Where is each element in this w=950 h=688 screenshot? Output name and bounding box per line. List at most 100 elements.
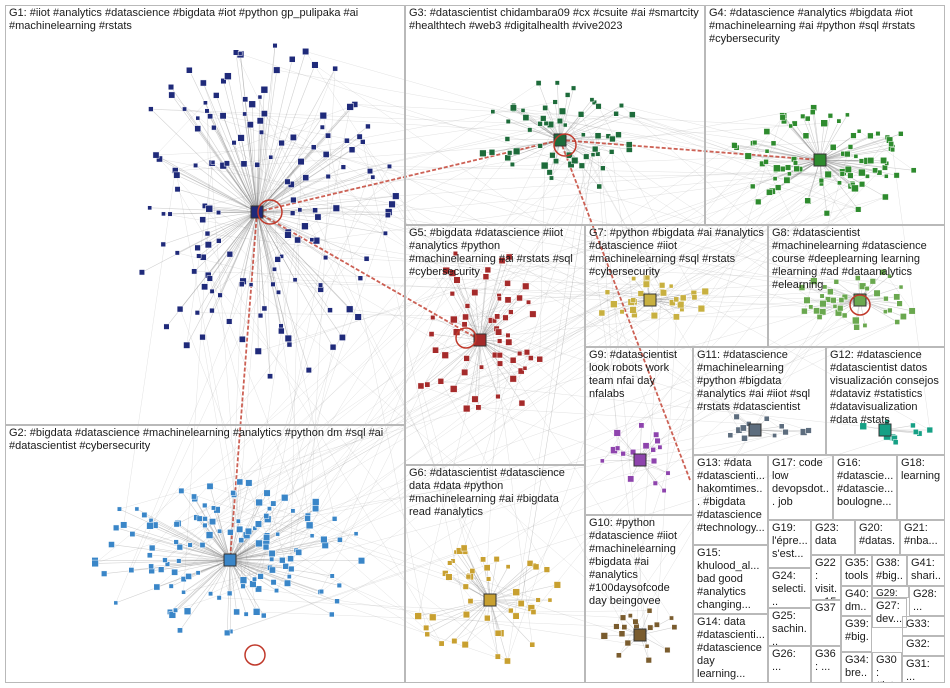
edge [290,156,857,559]
vertex [764,148,770,154]
vertex [160,241,166,248]
vertex [479,364,484,370]
vertex [209,307,215,314]
vertex [438,640,445,647]
edge [197,312,498,317]
vertex [763,415,770,422]
vertex [447,560,453,566]
vertex [226,590,233,597]
vertex [853,324,860,331]
edge [203,82,258,213]
edge [479,339,523,404]
vertex [423,624,430,631]
edge [174,559,231,573]
vertex [744,152,752,160]
edge [314,64,641,294]
vertex [858,158,865,164]
hub-vertex [483,593,497,607]
edge [478,339,481,408]
vertex [213,92,220,99]
edge [694,297,930,431]
edge [204,211,258,287]
vertex [323,255,329,261]
edge [213,127,258,213]
edge [256,97,261,213]
edge [464,599,491,645]
edge [491,139,561,153]
edge [892,149,931,431]
vertex [254,162,261,168]
edge [258,160,884,352]
vertex [195,115,201,121]
edge [680,180,822,305]
vertex [778,423,785,430]
vertex [558,107,567,115]
vertex [855,206,862,213]
vertex [879,269,887,276]
edge [445,270,481,341]
edge [256,176,329,213]
vertex [787,171,792,177]
edge [229,559,321,593]
edge [155,146,314,156]
vertex [255,585,262,593]
edge [513,107,774,144]
vertex [463,404,471,413]
vertex [669,615,674,621]
vertex [211,124,217,131]
cluster-label: G35: tools... [845,557,869,585]
vertex [657,444,663,450]
edge [111,544,231,561]
vertex [896,300,903,307]
vertex [610,300,618,308]
vertex [505,332,511,338]
edge [478,278,648,408]
vertex [204,108,210,114]
edge [136,508,231,561]
hub-edge [559,139,691,481]
edge [314,509,508,662]
edge [256,59,293,213]
vertex [671,624,678,631]
edge [819,139,890,161]
vertex [804,115,811,122]
cluster-box-g5: G5: #bigdata #datascience #iiot #analyti… [405,225,585,465]
cluster-box-g25: G25: sachin... [768,608,811,646]
edge [607,291,651,301]
cluster-box-g6: G6: #datascientist #datascience data #da… [405,465,585,683]
vertex [199,542,206,548]
vertex [621,624,628,630]
hub-vertex [813,153,827,167]
edge [178,559,231,562]
edge [216,509,231,561]
cluster-box-g32: G32: ... [902,636,945,656]
vertex [644,274,651,281]
vertex [507,150,513,156]
edge [149,554,231,561]
vertex [517,600,525,607]
vertex [554,80,560,86]
vertex [195,570,201,576]
edge [440,381,916,433]
edge [752,142,821,161]
edge [454,599,491,642]
vertex [450,315,458,324]
edge [598,106,859,210]
edge [226,163,258,213]
vertex [600,165,606,171]
vertex [497,296,502,302]
cluster-label: G40: dm... [845,588,869,615]
edge [196,279,458,518]
vertex [152,151,160,159]
edge [272,151,612,571]
edge [810,299,861,308]
vertex [802,132,810,139]
edge [256,142,282,213]
hub-vertex [250,205,264,219]
vertex [516,294,523,302]
vertex [591,99,597,105]
edge [250,284,668,651]
edge [819,114,848,161]
edge [149,204,393,526]
cluster-box-g13: G13: #data #datascienti... hakomtimes...… [693,455,768,545]
